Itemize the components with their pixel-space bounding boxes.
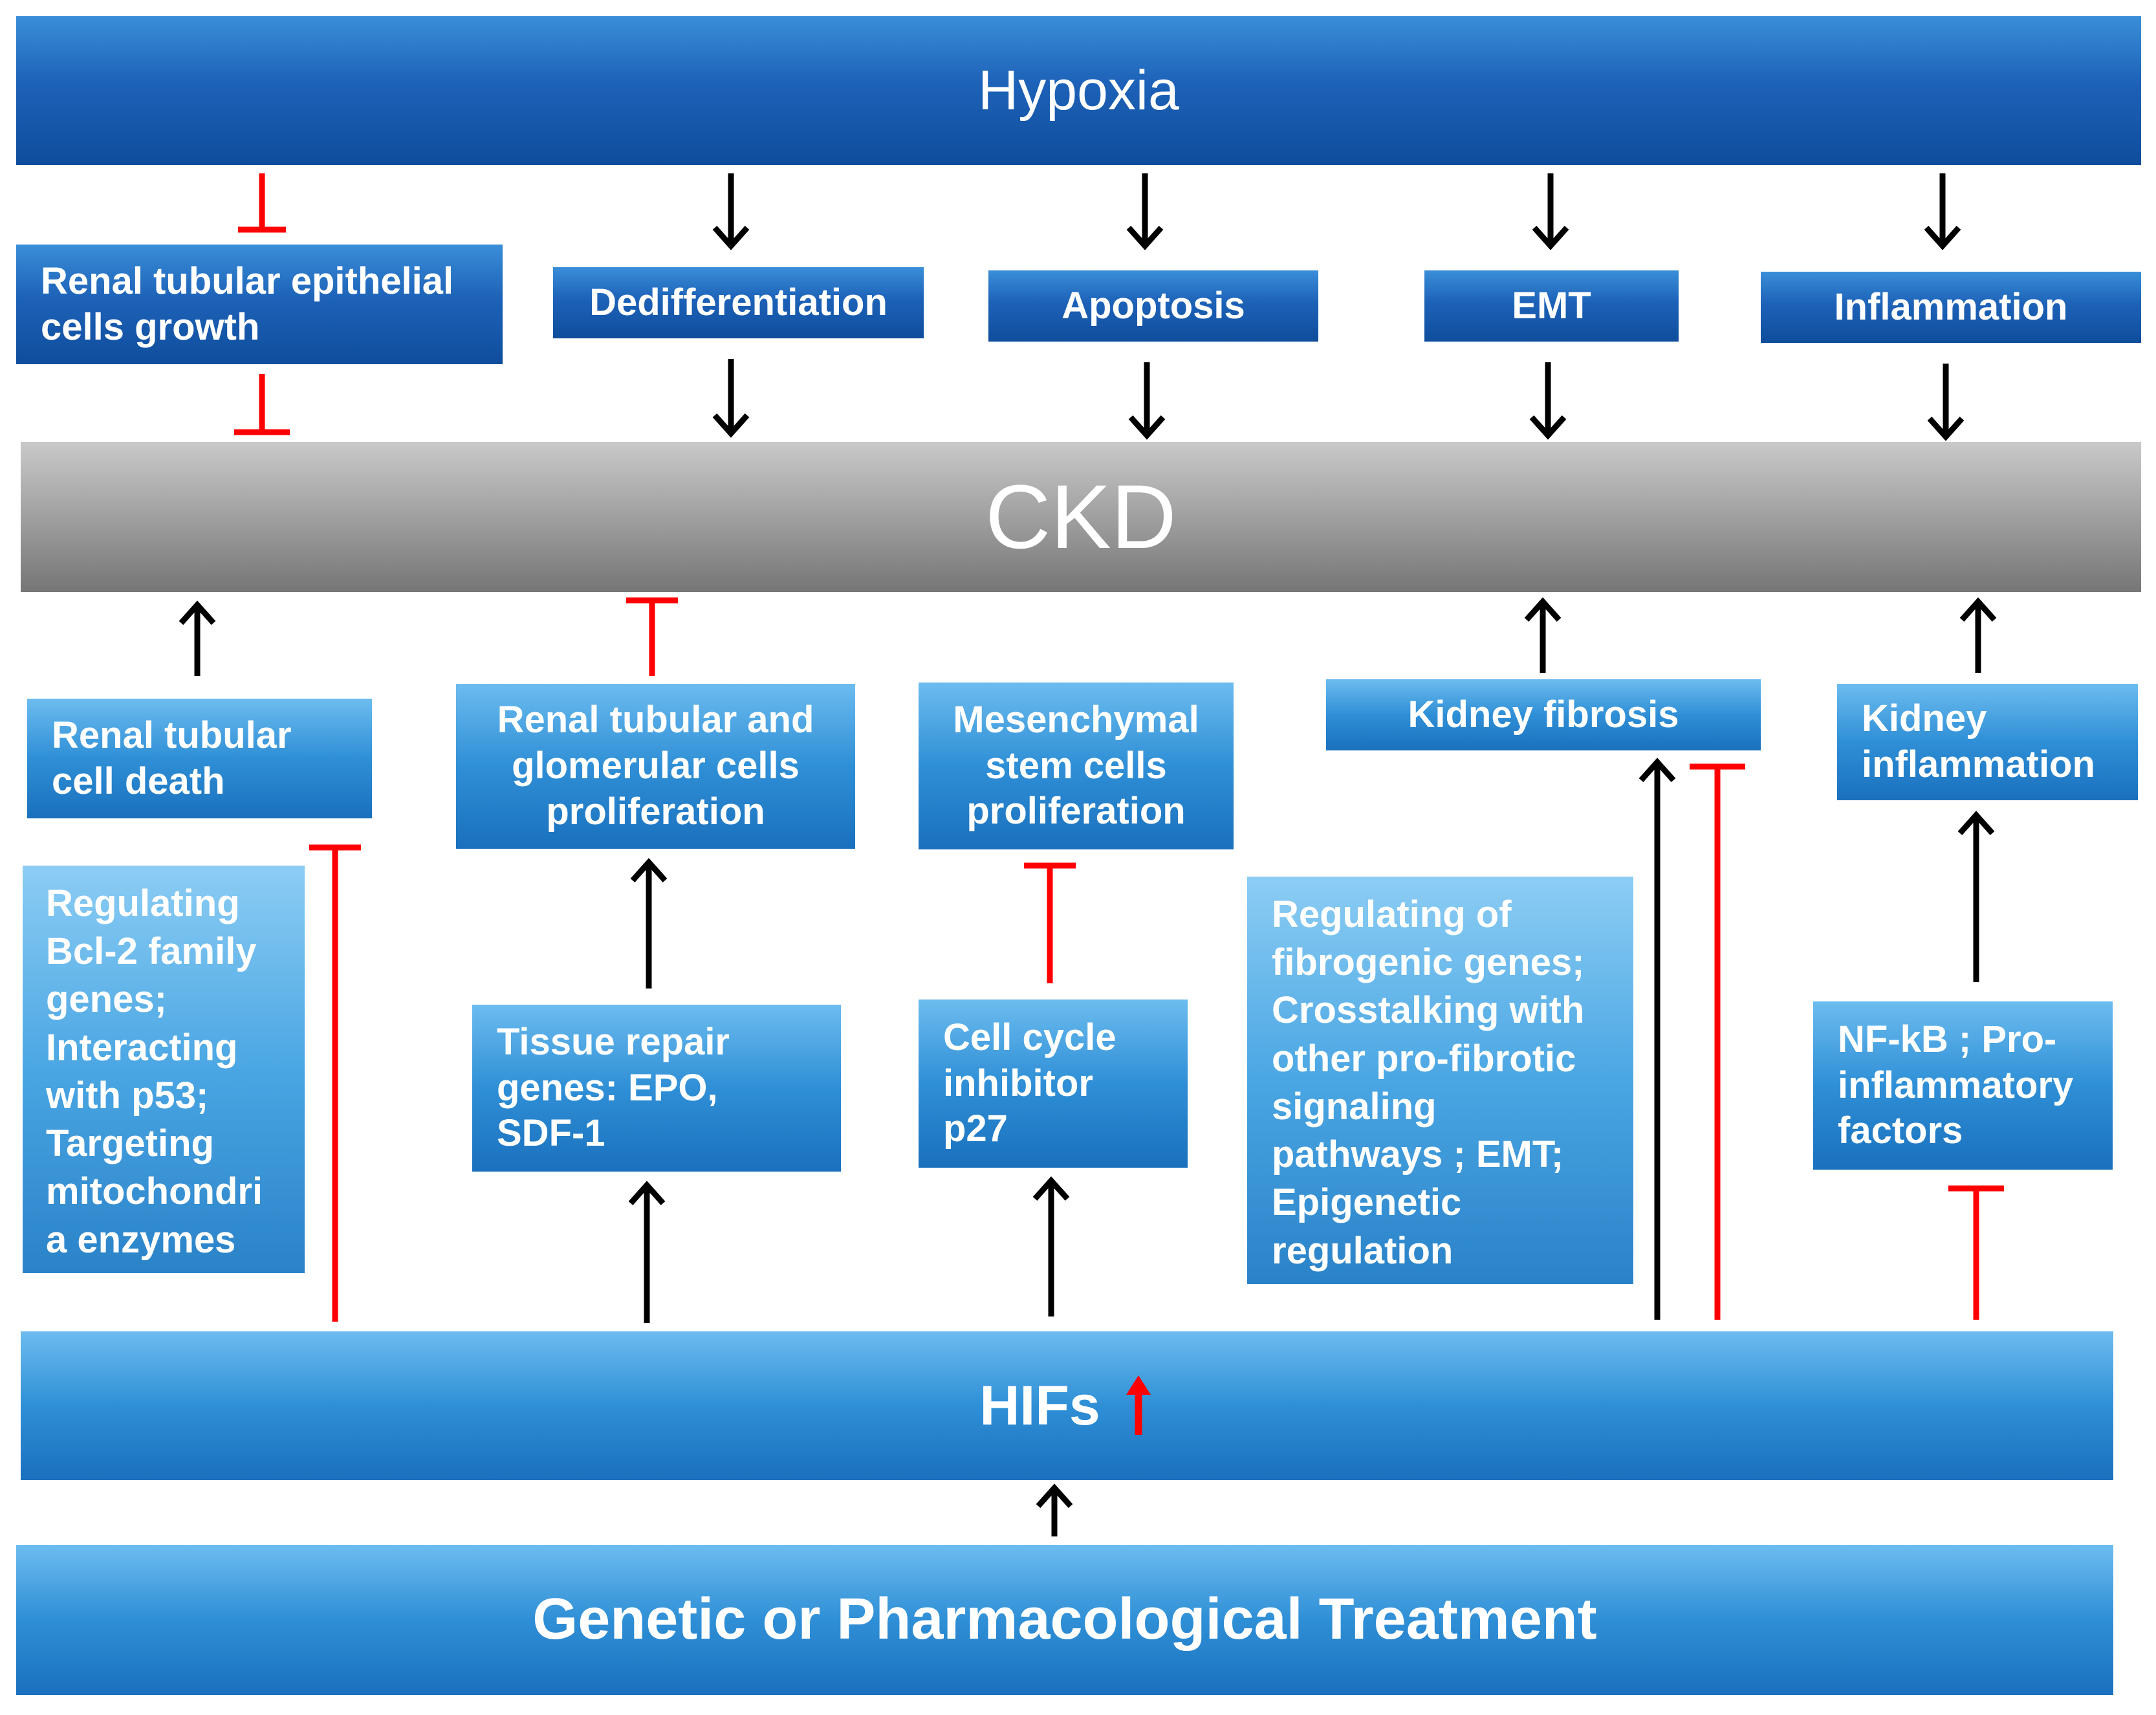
msc-label: Mesenchymal stem cells proliferation bbox=[953, 698, 1199, 833]
growth-box: Renal tubular epithelial cells growth bbox=[16, 245, 503, 364]
arrow-nfkb-kidneyinflammation bbox=[1957, 811, 1995, 982]
arrow-apoptosis-ckd bbox=[1128, 362, 1166, 440]
arrow-hypoxia-emt bbox=[1532, 173, 1569, 250]
treatment-box: Genetic or Pharmacological Treatment bbox=[16, 1545, 2113, 1695]
tissue-repair-box: Tissue repair genes: EPO, SDF-1 bbox=[472, 1005, 841, 1172]
nfkb-label: NF-kB ; Pro- inflammatory factors bbox=[1838, 1018, 2074, 1152]
inhibit-hypoxia-growth bbox=[238, 173, 286, 233]
treatment-label: Genetic or Pharmacological Treatment bbox=[532, 1587, 1597, 1652]
fibrogenic-box: Regulating of fibrogenic genes; Crosstal… bbox=[1247, 877, 1633, 1284]
arrow-tissuerepair-proliferation bbox=[630, 858, 668, 989]
cell-death-box: Renal tubular cell death bbox=[27, 699, 372, 818]
arrow-treatment-hifs bbox=[1036, 1483, 1073, 1536]
arrow-dedifferentiation-ckd bbox=[712, 359, 750, 438]
arrow-inflammation-ckd bbox=[1927, 364, 1965, 441]
dedifferentiation-label: Dedifferentiation bbox=[589, 281, 887, 323]
hypoxia-label: Hypoxia bbox=[978, 59, 1179, 122]
cell-cycle-label: Cell cycle inhibitor p27 bbox=[943, 1016, 1116, 1150]
up-arrow-red-icon bbox=[1126, 1375, 1151, 1435]
arrow-hypoxia-dedifferentiation bbox=[712, 173, 750, 250]
arrow-kidneyinflammation-ckd bbox=[1959, 597, 1997, 673]
inhibit-growth-ckd bbox=[234, 374, 290, 435]
emt-label: EMT bbox=[1512, 284, 1591, 327]
arrow-emt-ckd bbox=[1529, 362, 1567, 440]
inhibit-hifs-fibrosis bbox=[1690, 763, 1745, 1320]
arrow-hifs-cellcycle bbox=[1032, 1176, 1070, 1316]
fibrosis-label: Kidney fibrosis bbox=[1408, 693, 1679, 736]
inhibit-hifs-nfkb bbox=[1948, 1185, 2004, 1320]
tissue-repair-label: Tissue repair genes: EPO, SDF-1 bbox=[497, 1020, 730, 1155]
emt-box: EMT bbox=[1424, 270, 1679, 342]
arrow-hypoxia-inflammation bbox=[1924, 173, 1961, 250]
bcl2-box: Regulating Bcl-2 family genes; Interacti… bbox=[23, 866, 305, 1273]
cell-cycle-box: Cell cycle inhibitor p27 bbox=[919, 1000, 1188, 1168]
hypoxia-box: Hypoxia bbox=[16, 16, 2141, 165]
inflammation-box: Inflammation bbox=[1761, 272, 2141, 343]
nfkb-box: NF-kB ; Pro- inflammatory factors bbox=[1813, 1001, 2113, 1170]
hifs-label: HIFs bbox=[979, 1374, 1100, 1437]
dedifferentiation-box: Dedifferentiation bbox=[553, 267, 924, 338]
fibrogenic-label: Regulating of fibrogenic genes; Crosstal… bbox=[1272, 893, 1585, 1272]
msc-box: Mesenchymal stem cells proliferation bbox=[919, 683, 1234, 849]
inflammation-label: Inflammation bbox=[1834, 285, 2068, 328]
fibrosis-box: Kidney fibrosis bbox=[1326, 679, 1761, 750]
ckd-box: CKD bbox=[21, 442, 2141, 592]
proliferation-box: Renal tubular and glomerular cells proli… bbox=[456, 684, 855, 849]
arrow-celldeath-ckd bbox=[179, 600, 216, 676]
bcl2-label: Regulating Bcl-2 family genes; Interacti… bbox=[46, 882, 263, 1261]
arrow-hypoxia-apoptosis bbox=[1126, 173, 1164, 250]
inhibit-cellcycle-msc bbox=[1024, 862, 1076, 983]
apoptosis-box: Apoptosis bbox=[988, 270, 1318, 342]
ckd-label: CKD bbox=[985, 465, 1177, 567]
proliferation-label: Renal tubular and glomerular cells proli… bbox=[497, 699, 814, 833]
inhibit-proliferation-ckd bbox=[626, 597, 678, 676]
kidney-inflammation-label: Kidney inflammation bbox=[1862, 697, 2095, 785]
kidney-inflammation-box: Kidney inflammation bbox=[1837, 684, 2138, 800]
cell-death-label: Renal tubular cell death bbox=[52, 714, 292, 802]
growth-label: Renal tubular epithelial cells growth bbox=[41, 259, 454, 348]
arrow-hifs-fibrosis bbox=[1639, 758, 1676, 1320]
hifs-box: HIFs bbox=[21, 1331, 2113, 1480]
inhibit-hifs-celldeath bbox=[309, 844, 361, 1322]
arrow-fibrosis-ckd bbox=[1524, 597, 1562, 673]
apoptosis-label: Apoptosis bbox=[1062, 284, 1245, 327]
arrow-hifs-tissuerepair bbox=[628, 1181, 666, 1323]
